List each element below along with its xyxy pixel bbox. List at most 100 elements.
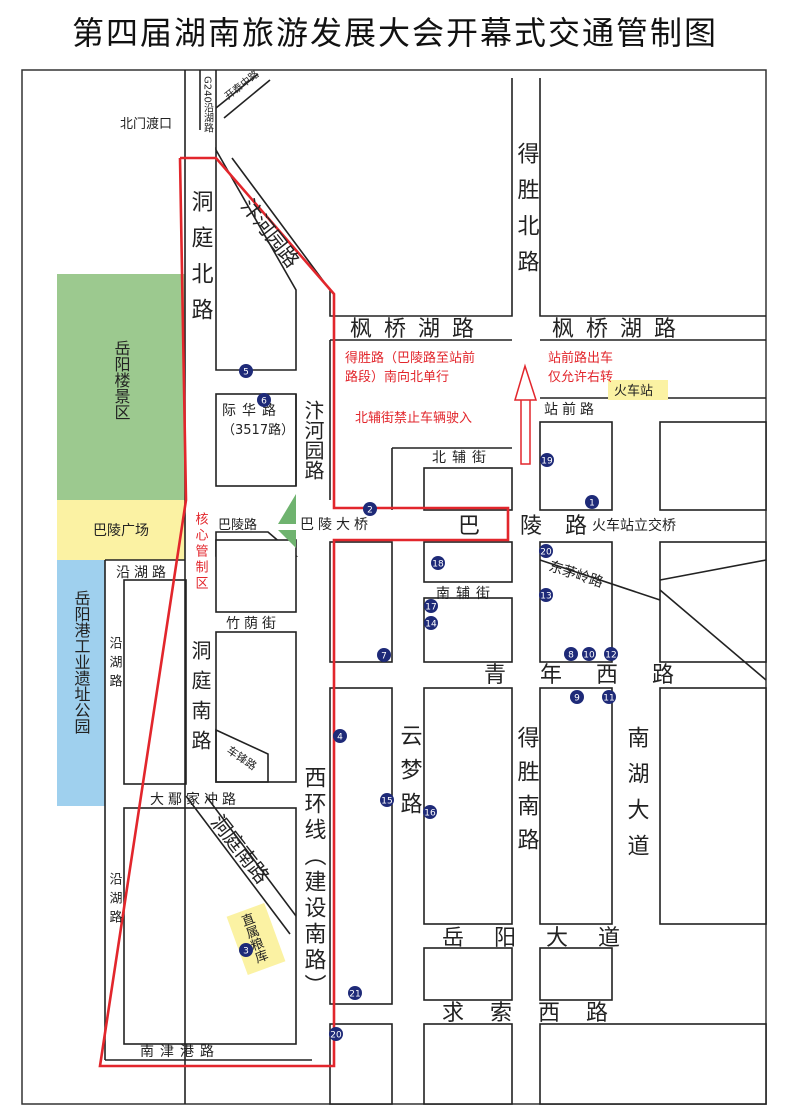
road-desheng-north: 得胜北路: [514, 142, 540, 286]
marker-circle: [539, 588, 553, 602]
port-park-zone: [57, 560, 105, 806]
road-baling-3: 路: [565, 514, 587, 539]
bridge-ramp-lower: [278, 530, 296, 548]
road-dayingjiachong: 大鄢家冲路: [150, 791, 240, 808]
control-point-16: 16: [423, 805, 437, 819]
marker-circle: [424, 616, 438, 630]
marker-number: 8: [568, 651, 574, 661]
control-point-21: 21: [348, 986, 362, 1000]
note-zhanqian-exit-2: 仅允许右转: [548, 369, 613, 385]
road-xihuan: 西环线（建设南路）: [301, 766, 327, 1000]
marker-circle: [257, 393, 271, 407]
marker-circle: [239, 364, 253, 378]
marker-number: 1: [589, 499, 595, 509]
marker-number: 3: [243, 947, 249, 957]
bridge-ramp-upper: [278, 494, 296, 524]
grain-depot-highlight: [226, 903, 286, 975]
marker-circle: [539, 544, 553, 558]
page-title: 第四届湖南旅游发展大会开幕式交通管制图: [71, 14, 718, 52]
yueyang-tower-zone: [57, 274, 185, 500]
control-point-1: 1: [585, 495, 599, 509]
road-dongting-south: 洞庭南路: [188, 640, 212, 760]
oneway-arrow: [513, 363, 538, 465]
road-qingnian-west: 青年西路: [484, 663, 708, 688]
marker-number: 17: [425, 603, 436, 613]
marker-number: 4: [337, 733, 343, 743]
zone-yueyang-tower: 岳阳楼景区: [112, 340, 131, 420]
road-desheng-south: 得胜南路: [514, 726, 540, 862]
control-point-17: 17: [424, 599, 438, 613]
control-point-12: 12: [604, 647, 618, 661]
control-point-18: 18: [431, 556, 445, 570]
control-point-3: 3: [239, 943, 253, 957]
road-g240: G240沿湖路: [202, 76, 214, 134]
marker-circle: [570, 690, 584, 704]
marker-circle: [333, 729, 347, 743]
road-baling-bridge: 巴陵大桥: [300, 517, 372, 533]
road-bianhe-lower: 汴河园路: [301, 400, 325, 480]
note-beifu-no-entry: 北辅街禁止车辆驶入: [355, 410, 472, 426]
zone-port-park: 岳阳港工业遗址公园: [72, 590, 91, 734]
core-control-boundary: [98, 156, 510, 1068]
control-point-10: 10: [582, 647, 596, 661]
control-point-19: 19: [540, 453, 554, 467]
control-point-9: 9: [570, 690, 584, 704]
road-zhuyin: 竹荫街: [226, 616, 280, 632]
control-point-2: 2: [363, 502, 377, 516]
label-train-overpass: 火车站立交桥: [592, 517, 676, 534]
road-jihua-sub: （3517路）: [222, 422, 294, 438]
marker-number: 19: [541, 457, 553, 467]
marker-number: 13: [540, 592, 551, 602]
road-fengqiao-left: 枫桥湖路: [350, 317, 486, 342]
road-yunmeng: 云梦路: [397, 724, 423, 826]
control-point-14: 14: [424, 616, 438, 630]
marker-number: 6: [261, 397, 267, 407]
marker-number: 16: [424, 809, 436, 819]
marker-circle: [604, 647, 618, 661]
road-fengqiao-right: 枫桥湖路: [552, 317, 688, 342]
marker-number: 5: [243, 368, 249, 378]
road-dongting-north: 洞庭北路: [188, 190, 214, 334]
road-nanjingang: 南津港路: [140, 1044, 220, 1060]
marker-circle: [380, 793, 394, 807]
road-yanhu-upper: 沿湖路: [116, 565, 170, 581]
marker-number: 12: [605, 651, 616, 661]
marker-number: 11: [603, 694, 614, 704]
road-baling-1: 巴: [458, 514, 480, 539]
control-point-15: 15: [380, 793, 394, 807]
marker-circle: [348, 986, 362, 1000]
note-zhanqian-exit-1: 站前路出车: [548, 350, 613, 366]
marker-circle: [423, 805, 437, 819]
marker-circle: [431, 556, 445, 570]
control-point-20b: 20: [329, 1027, 343, 1041]
marker-number: 2: [367, 506, 373, 516]
note-desheng-oneway-1: 得胜路（巴陵路至站前: [345, 350, 475, 366]
road-baling-2: 陵: [520, 514, 542, 539]
train-station-highlight: [608, 380, 668, 400]
control-point-6: 6: [257, 393, 271, 407]
control-point-5: 5: [239, 364, 253, 378]
road-baling-west: 巴陵路: [218, 517, 257, 533]
marker-circle: [602, 690, 616, 704]
marker-number: 9: [574, 694, 580, 704]
road-nanfu: 南辅街: [436, 586, 496, 602]
road-yueyang-avenue: 岳阳大道: [442, 926, 650, 951]
label-train-station: 火车站: [614, 383, 653, 399]
marker-number: 15: [381, 797, 392, 807]
zone-baling-square: 巴陵广场: [93, 523, 149, 539]
marker-number: 10: [583, 651, 595, 661]
road-qiusuo-west: 求索西路: [442, 1001, 634, 1026]
road-zhanqian: 站前路: [544, 401, 598, 418]
marker-number: 20: [330, 1031, 342, 1041]
marker-circle: [582, 647, 596, 661]
label-core-control: 核心管制区: [193, 512, 209, 592]
marker-number: 7: [381, 652, 387, 662]
road-beifu: 北辅街: [432, 450, 492, 466]
marker-circle: [540, 453, 554, 467]
marker-number: 18: [432, 560, 444, 570]
control-point-7: 7: [377, 648, 391, 662]
label-beimen-ferry: 北门渡口: [120, 116, 172, 132]
control-point-8: 8: [564, 647, 578, 661]
